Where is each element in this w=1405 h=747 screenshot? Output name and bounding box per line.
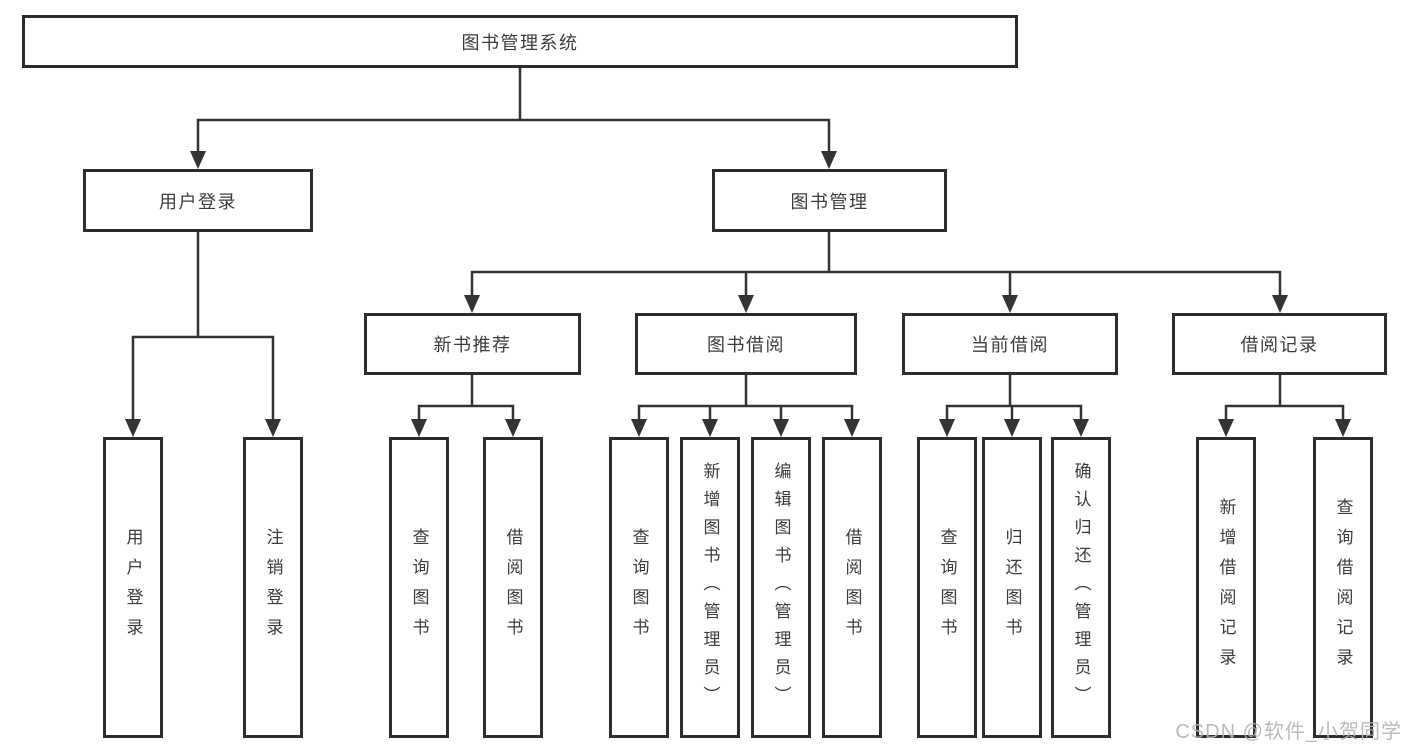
leaf-br-add: 新增借阅记录 — [1196, 437, 1256, 738]
leaf-nbr-borrow-label: 借阅图书 — [503, 527, 523, 648]
leaf-bb-edit-label: 编辑图书（管理员） — [771, 461, 791, 714]
leaf-bb-add: 新增图书（管理员） — [680, 437, 740, 738]
leaf-cb-query: 查询图书 — [917, 437, 977, 738]
node-root-label: 图书管理系统 — [461, 32, 579, 53]
leaf-bb-query-label: 查询图书 — [629, 527, 649, 648]
leaf-nbr-query-label: 查询图书 — [409, 527, 429, 648]
node-book-mgmt-label: 图书管理 — [790, 191, 869, 212]
node-current-borrow: 当前借阅 — [902, 313, 1118, 375]
node-book-mgmt: 图书管理 — [712, 169, 947, 232]
leaf-cb-query-label: 查询图书 — [937, 527, 957, 648]
arrowheads — [125, 151, 1351, 437]
node-borrow-records-label: 借阅记录 — [1240, 335, 1319, 355]
leaf-nbr-borrow: 借阅图书 — [483, 437, 543, 738]
leaf-cb-confirm-label: 确认归还（管理员） — [1071, 461, 1091, 714]
node-user-login: 用户登录 — [83, 169, 313, 232]
leaf-logout-label: 注销登录 — [263, 527, 283, 648]
watermark: CSDN @软件_小贺同学 — [1175, 721, 1402, 743]
node-new-book-rec: 新书推荐 — [364, 313, 581, 375]
node-new-book-rec-label: 新书推荐 — [433, 335, 512, 355]
leaf-logout: 注销登录 — [243, 437, 303, 738]
node-user-login-label: 用户登录 — [159, 191, 237, 212]
node-book-borrow: 图书借阅 — [635, 313, 857, 375]
leaf-cb-confirm: 确认归还（管理员） — [1051, 437, 1111, 738]
node-current-borrow-label: 当前借阅 — [971, 335, 1049, 355]
leaf-bb-borrow-label: 借阅图书 — [842, 527, 862, 648]
leaf-cb-return: 归还图书 — [982, 437, 1042, 738]
leaf-br-add-label: 新增借阅记录 — [1216, 497, 1236, 678]
leaf-cb-return-label: 归还图书 — [1002, 527, 1022, 648]
node-borrow-records: 借阅记录 — [1172, 313, 1387, 375]
leaf-br-query: 查询借阅记录 — [1313, 437, 1373, 738]
leaf-user-login: 用户登录 — [103, 437, 163, 738]
leaf-user-login-label: 用户登录 — [123, 527, 143, 648]
leaf-bb-query: 查询图书 — [609, 437, 669, 738]
leaf-br-query-label: 查询借阅记录 — [1333, 497, 1353, 678]
node-root: 图书管理系统 — [22, 15, 1018, 68]
leaf-bb-edit: 编辑图书（管理员） — [751, 437, 811, 738]
leaf-nbr-query: 查询图书 — [389, 437, 449, 738]
leaf-bb-add-label: 新增图书（管理员） — [700, 461, 720, 714]
node-book-borrow-label: 图书借阅 — [707, 335, 785, 355]
leaf-bb-borrow: 借阅图书 — [822, 437, 882, 738]
